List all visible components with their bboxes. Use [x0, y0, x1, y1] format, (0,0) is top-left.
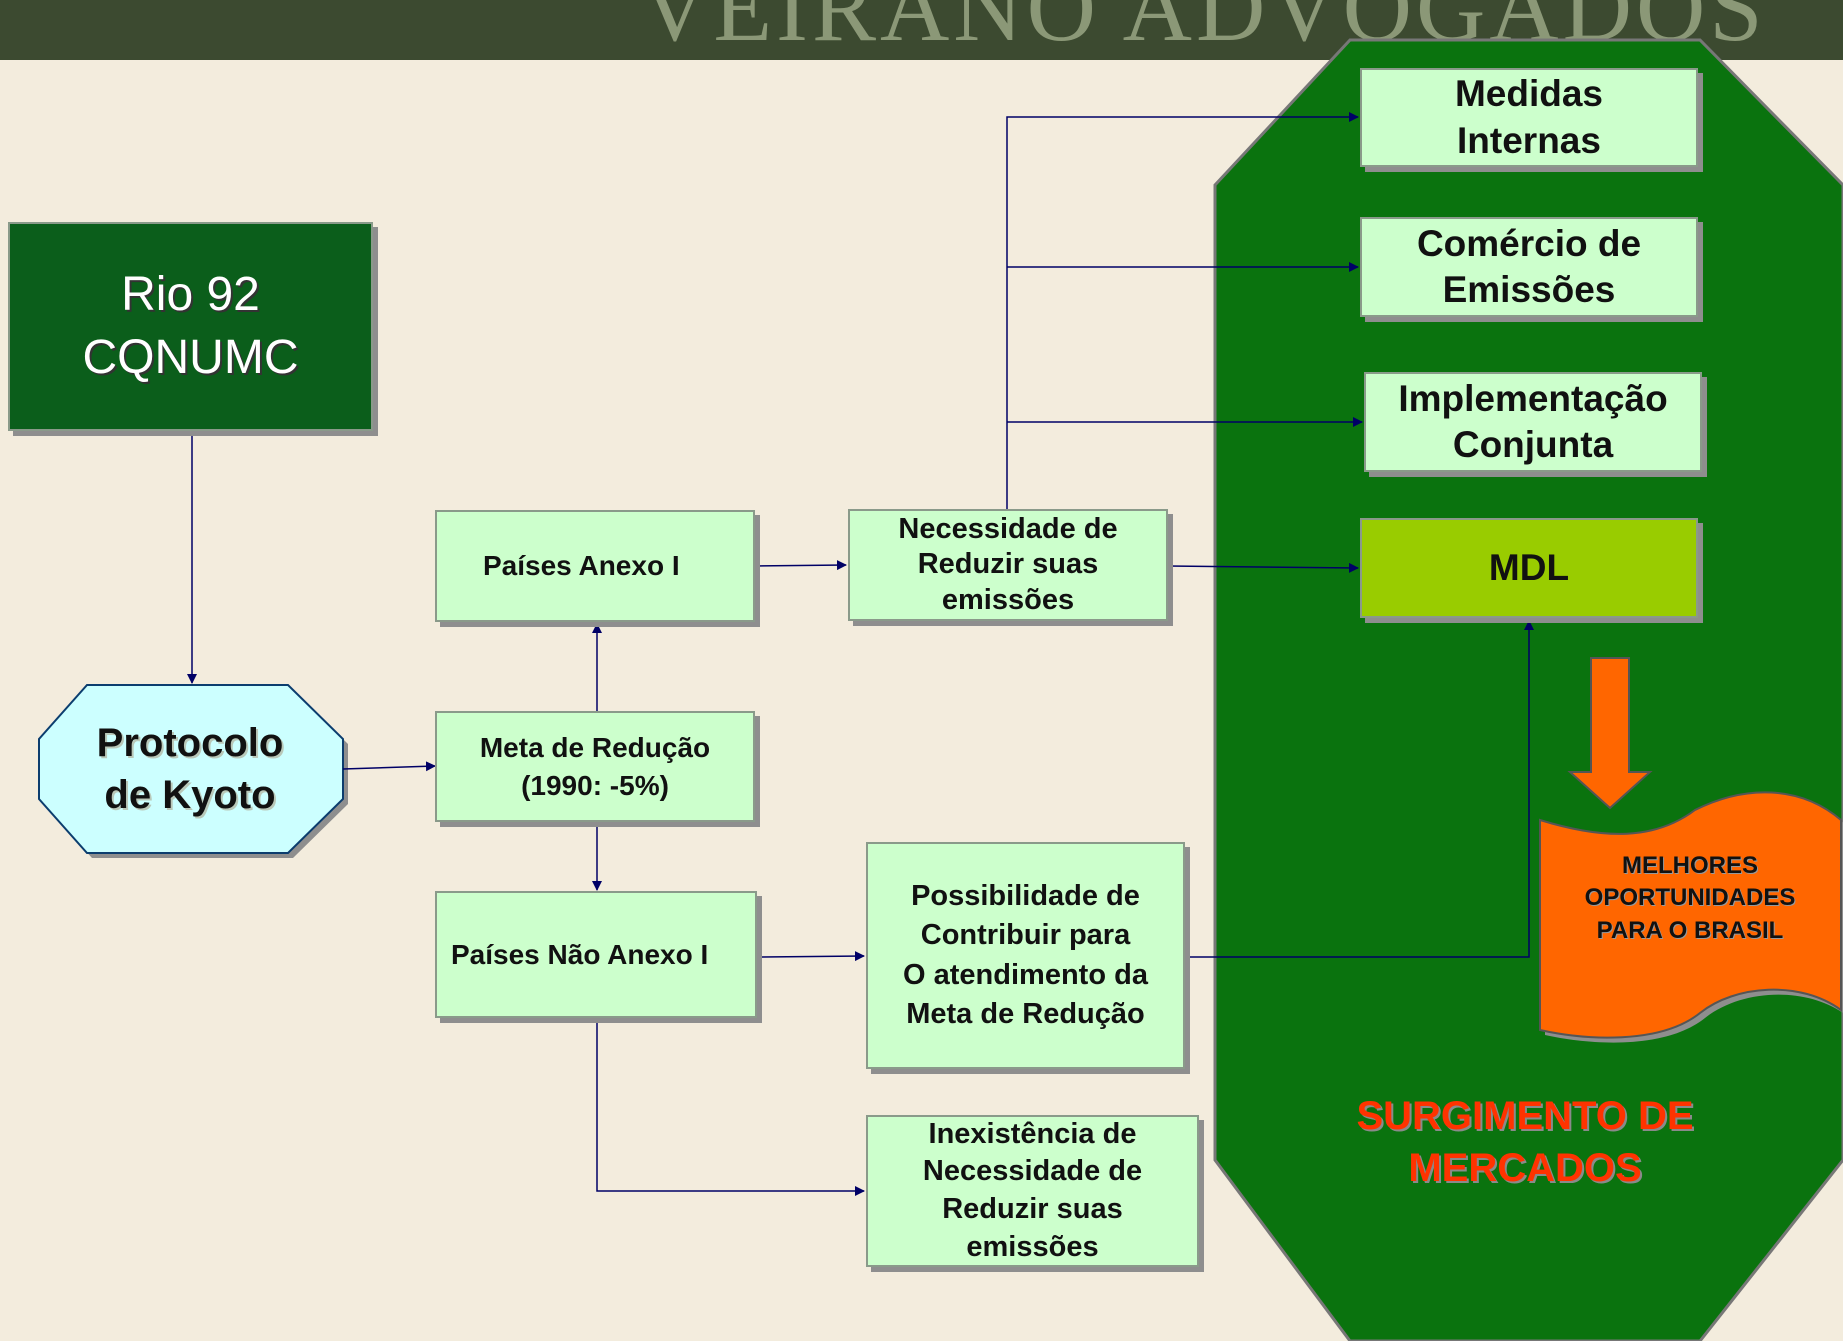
implementacao-conjunta-box: Implementação Conjunta	[1364, 372, 1702, 472]
anexo1-box: Países Anexo I	[435, 510, 755, 622]
mdl-box: MDL	[1360, 518, 1698, 618]
medidas-internas-box: Medidas Internas	[1360, 68, 1698, 167]
market-emergence-label: SURGIMENTO DE MERCADOS	[1356, 1094, 1694, 1190]
connector-nao-anexo1-inexistencia	[596, 1018, 865, 1196]
connector-necessidade-mdl	[1167, 562, 1359, 573]
necessidade-box: Necessidade de Reduzir suas emissões	[848, 509, 1168, 621]
opportunities-banner	[1539, 791, 1842, 1039]
rio92-box: Rio 92 CQNUMC	[8, 222, 373, 431]
header-banner: VEIRANO ADVOGADOS	[0, 0, 1843, 60]
connector-necessidade-medidas	[1006, 112, 1359, 509]
kyoto-label: Protocolo de Kyoto	[96, 721, 284, 817]
connector-anexo1-necessidade	[754, 560, 847, 571]
kyoto-octagon	[38, 684, 344, 854]
orange-down-arrow	[1567, 657, 1653, 810]
meta-reducao-box: Meta de Redução (1990: -5%)	[435, 711, 755, 822]
inexistencia-box: Inexistência de Necessidade de Reduzir s…	[866, 1115, 1199, 1267]
nao-anexo1-box: Países Não Anexo I	[435, 891, 757, 1018]
comercio-emissoes-box: Comércio de Emissões	[1360, 217, 1698, 317]
connector-possibilidade-mdl	[1185, 620, 1534, 958]
connector-kyoto-meta	[342, 761, 436, 772]
possibilidade-box: Possibilidade de Contribuir para O atend…	[866, 842, 1185, 1069]
opportunities-label: MELHORES OPORTUNIDADES PARA O BRASIL	[1584, 852, 1796, 944]
connector-nao-anexo1-possibilidade	[756, 951, 865, 962]
